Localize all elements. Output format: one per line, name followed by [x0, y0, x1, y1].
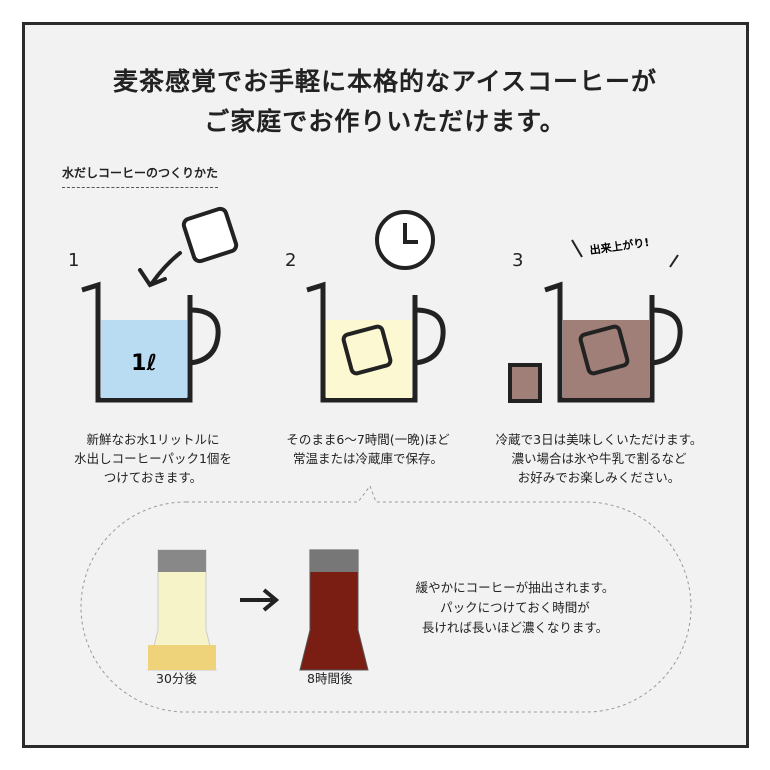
clock-icon [375, 210, 435, 270]
before-caption: 30分後 [156, 671, 197, 686]
jar-8hours-photo [299, 549, 369, 671]
done-label: 出来上がり! [589, 235, 650, 257]
step-1-number: 1 [68, 250, 80, 271]
glass-icon [508, 363, 542, 403]
title-line-1: 麦茶感覚でお手軽に本格的なアイスコーヒーが [112, 67, 657, 96]
after-caption: 8時間後 [307, 671, 353, 686]
jar-30min-photo [147, 549, 217, 671]
subtitle: 水だしコーヒーのつくりかた [62, 164, 219, 188]
step-3-illustration: 出来上がり! [508, 235, 683, 403]
step-3-description: 冷蔵で3日は美味しくいただけます。 濃い場合は氷や牛乳で割るなど お好みでお楽し… [495, 432, 703, 485]
coffee-pack-icon [341, 324, 393, 376]
ice-cube-icon [181, 206, 239, 264]
arrow-right-icon [240, 588, 280, 612]
comparison-bubble [80, 484, 692, 713]
step-1-description: 新鮮なお水1リットルに 水出しコーヒーパック1個を つけておきます。 [74, 432, 232, 485]
step-2-number: 2 [285, 250, 297, 271]
step-2-description: そのまま6〜7時間(一晩)ほど 常温または冷蔵庫で保存。 [286, 432, 450, 466]
step-3-number: 3 [512, 250, 524, 271]
step-1-illustration: 1ℓ [81, 206, 239, 403]
water-fill [101, 320, 187, 398]
liter-label: 1ℓ [131, 351, 157, 376]
arrow-icon [138, 251, 182, 288]
step-2-illustration [306, 210, 446, 403]
title-line-2: ご家庭でお作りいただけます。 [204, 107, 566, 136]
comparison-description: 緩やかにコーヒーが抽出されます。 パックにつけておく時間が 長ければ長いほど濃く… [415, 580, 615, 635]
